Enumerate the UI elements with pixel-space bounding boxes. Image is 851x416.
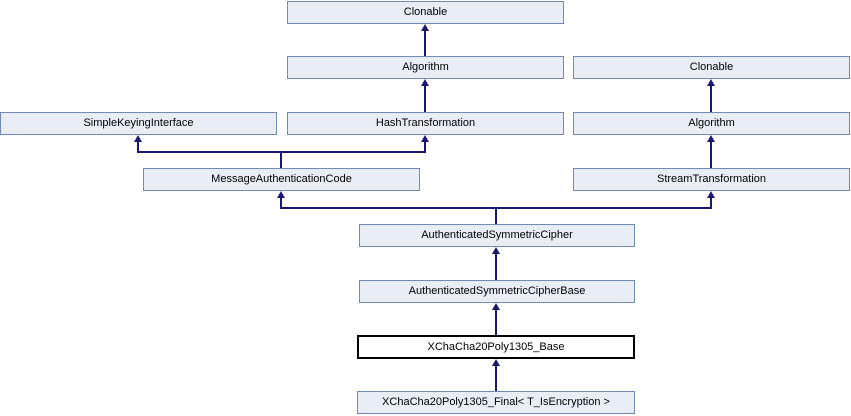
arrowhead-xchacha-final-to-base: [492, 359, 500, 366]
arrowhead-algorithm-right-to-clonable-right: [707, 79, 715, 86]
edge-algorithm-right-to-clonable-right: [710, 85, 712, 112]
arrowhead-xchacha-base-to-ascbase: [492, 303, 500, 310]
edge-asc-to-mac: [280, 197, 282, 209]
class-node-xchacha20poly1305-base-current: XChaCha20Poly1305_Base: [357, 335, 635, 359]
arrowhead-asc-to-streamtransformation: [707, 191, 715, 198]
edge-ascbase-to-asc: [495, 253, 497, 280]
class-node-algorithm-right[interactable]: Algorithm: [573, 112, 850, 135]
edge-xchacha-final-to-base: [495, 365, 497, 391]
arrowhead-streamtransformation-to-algorithm: [707, 135, 715, 142]
edge-mac-junction-horizontal: [137, 151, 426, 153]
edge-streamtransformation-to-algorithm: [710, 141, 712, 168]
class-node-stream-transformation[interactable]: StreamTransformation: [573, 168, 850, 191]
arrowhead-algorithm-to-clonable: [421, 24, 429, 31]
edge-asc-to-streamtransformation: [710, 197, 712, 209]
edge-mac-to-hashtransformation: [424, 141, 426, 153]
class-node-algorithm-center[interactable]: Algorithm: [287, 56, 564, 79]
arrowhead-mac-to-hashtransformation: [421, 135, 429, 142]
arrowhead-ascbase-to-asc: [492, 247, 500, 254]
class-node-hash-transformation[interactable]: HashTransformation: [287, 112, 564, 135]
class-node-clonable-right[interactable]: Clonable: [573, 56, 850, 79]
edge-hashtransformation-to-algorithm: [424, 85, 426, 112]
edge-mac-junction-stem: [280, 153, 282, 168]
edge-asc-junction-horizontal: [280, 207, 712, 209]
arrowhead-asc-to-mac: [277, 191, 285, 198]
edge-xchacha-base-to-ascbase: [495, 309, 497, 335]
class-node-simple-keying-interface[interactable]: SimpleKeyingInterface: [0, 112, 277, 135]
arrowhead-mac-to-simplekeyinginterface: [134, 135, 142, 142]
class-node-message-authentication-code[interactable]: MessageAuthenticationCode: [143, 168, 420, 191]
edge-algorithm-to-clonable: [424, 30, 426, 56]
class-node-xchacha20poly1305-final[interactable]: XChaCha20Poly1305_Final< T_IsEncryption …: [357, 391, 635, 414]
edge-asc-junction-stem: [495, 209, 497, 224]
arrowhead-hashtransformation-to-algorithm: [421, 79, 429, 86]
class-node-authenticated-symmetric-cipher-base[interactable]: AuthenticatedSymmetricCipherBase: [359, 280, 635, 303]
edge-mac-to-simplekeyinginterface: [137, 141, 139, 153]
class-node-clonable-top[interactable]: Clonable: [287, 1, 564, 24]
class-node-authenticated-symmetric-cipher[interactable]: AuthenticatedSymmetricCipher: [359, 224, 635, 247]
